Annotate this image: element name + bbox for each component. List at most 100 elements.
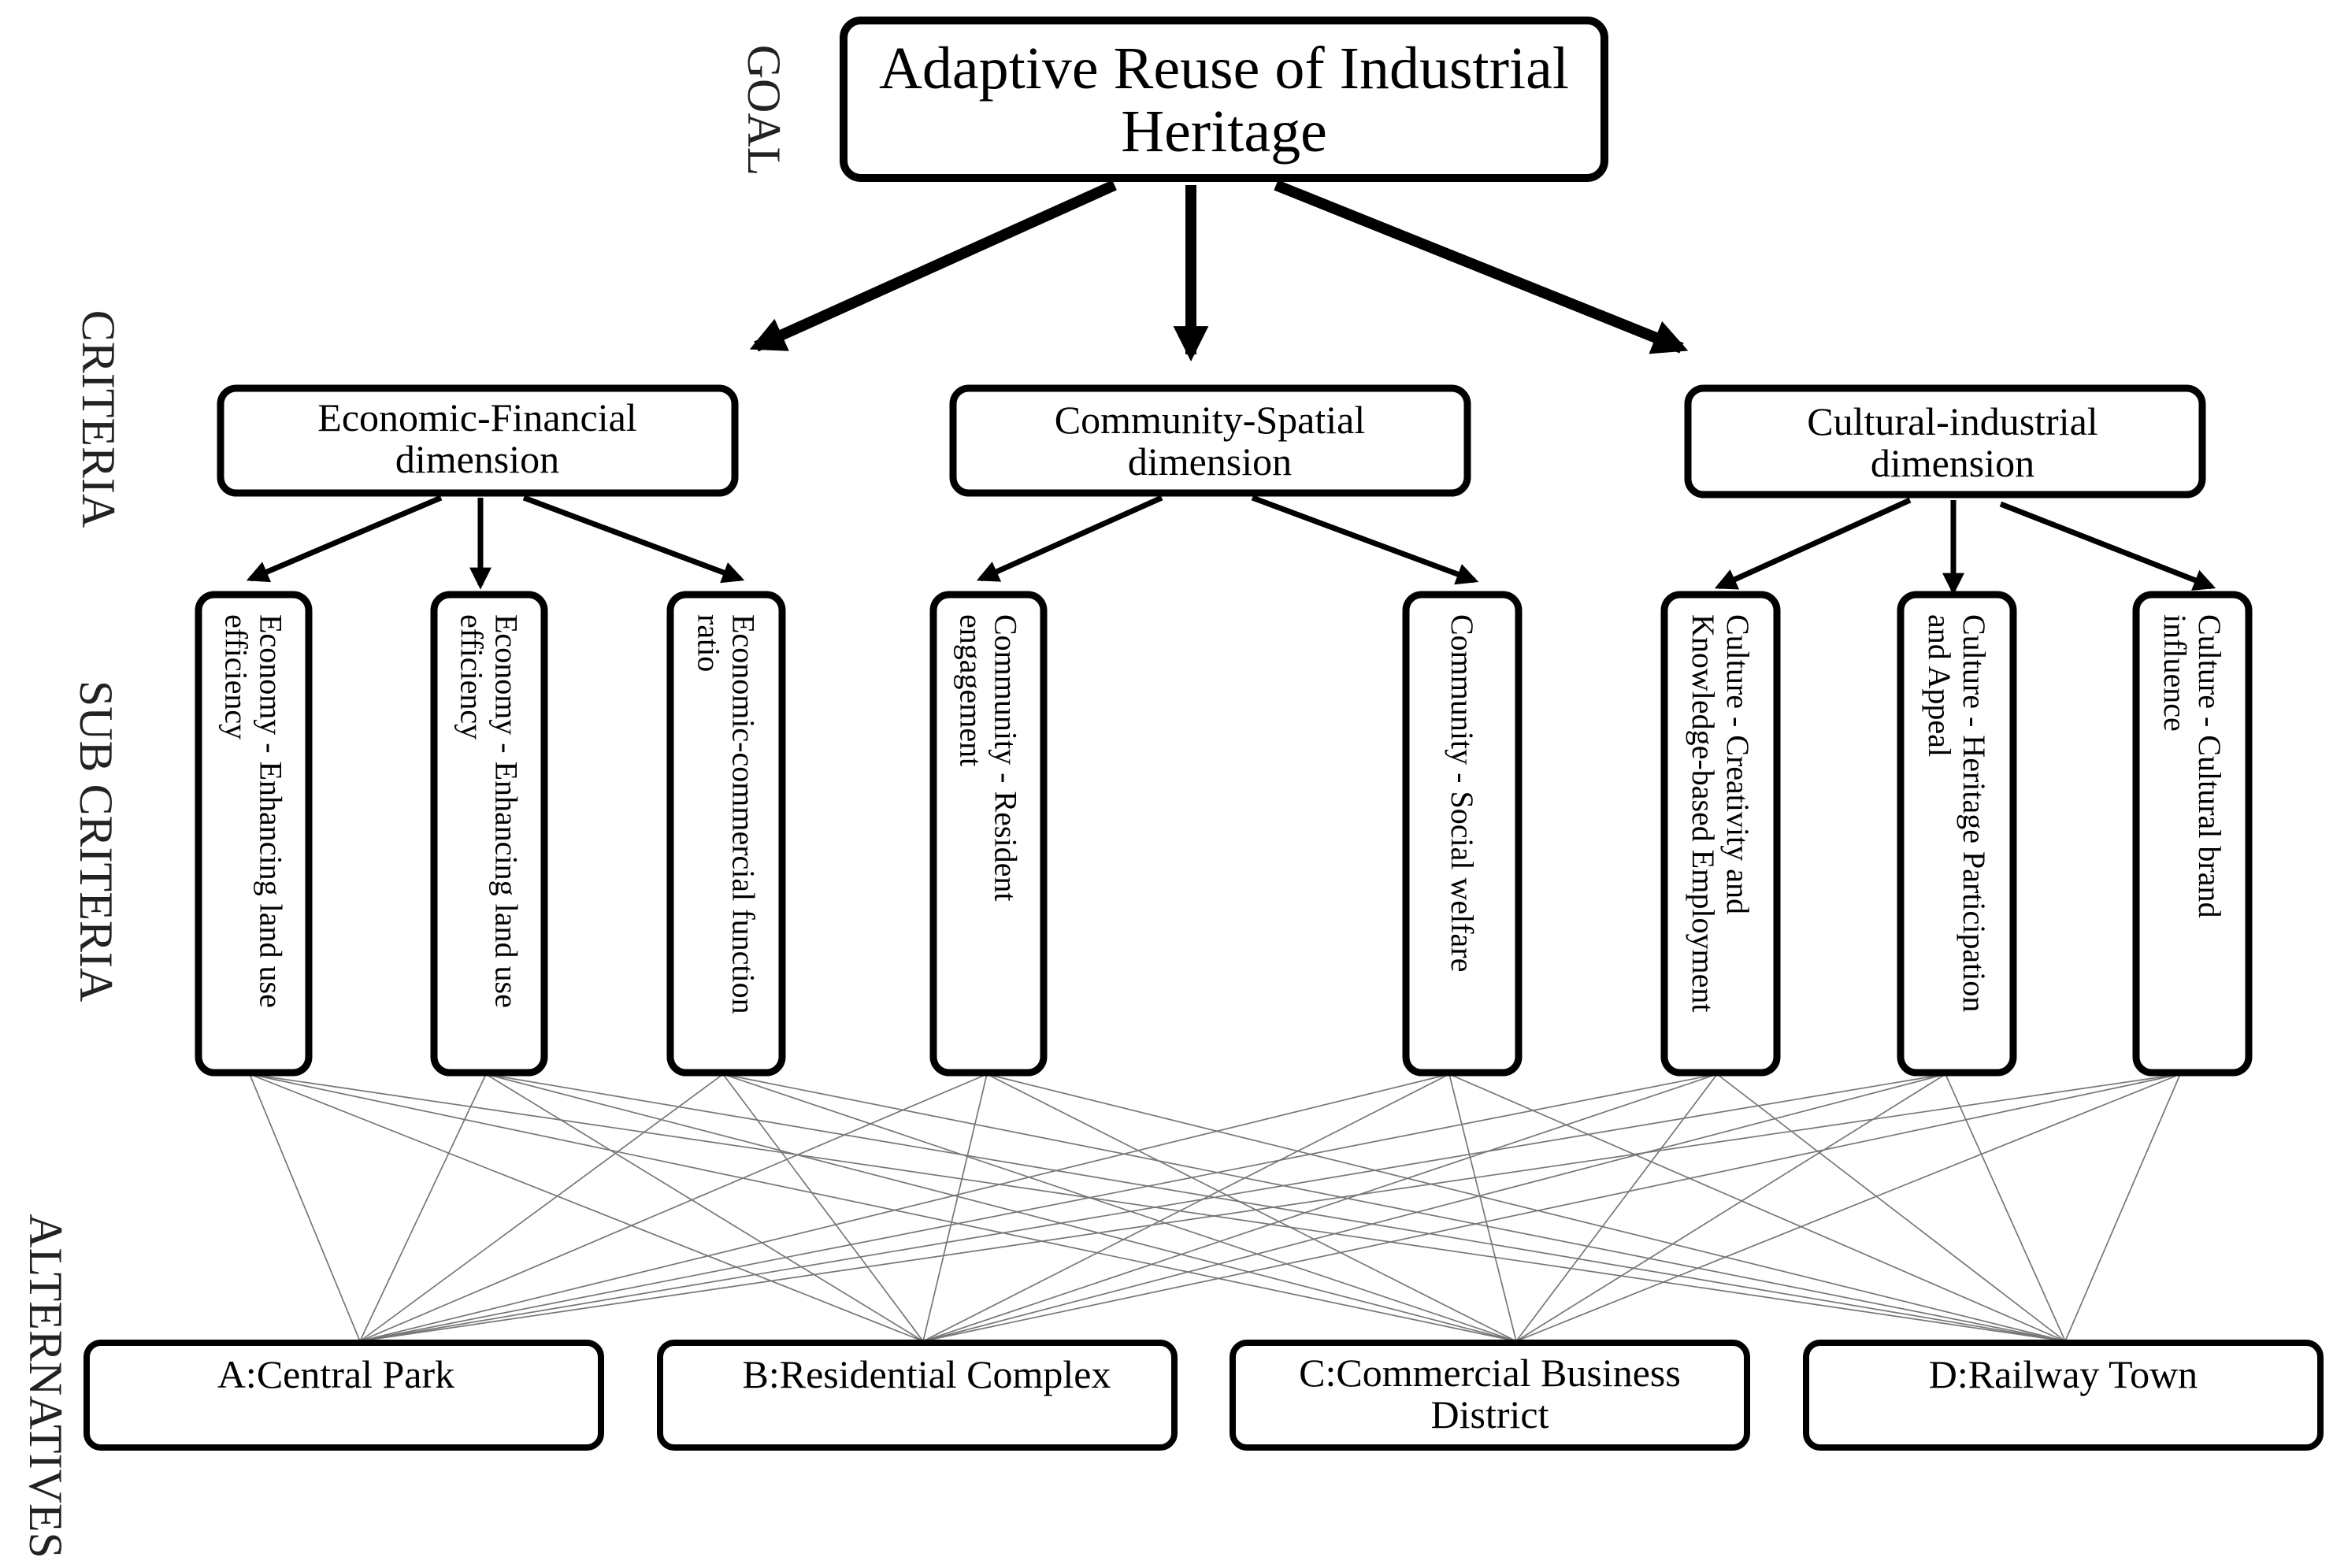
sub-criterion-box: [2132, 591, 2253, 1077]
alternative-box: [657, 1340, 1178, 1451]
link-line: [359, 1073, 2181, 1342]
sub-criterion-label-line: efficiency: [454, 614, 490, 740]
alternative-node: D:Railway Town: [1803, 1340, 2324, 1451]
alternative-label-line: D:Railway Town: [1929, 1352, 2198, 1396]
arrow-goal-economic: [749, 180, 1117, 352]
sub-criterion-box: [195, 591, 313, 1077]
arrow-economic-sub-1: [246, 495, 443, 583]
criteria-nodes: Economic-Financial dimension Community-S…: [217, 384, 2206, 499]
arrow-community-sub-4: [976, 495, 1163, 582]
goal-title-line-2: Heritage: [1121, 98, 1327, 165]
alternative-label-line: District: [1431, 1392, 1549, 1436]
link-line: [485, 1073, 2066, 1342]
sub-criterion-node: Culture - Creativity andKnowledge-based …: [1660, 591, 1781, 1077]
alternative-box: [1230, 1340, 1750, 1451]
sub-criterion-box: [929, 591, 1048, 1077]
link-line: [986, 1073, 2066, 1342]
sub-criterion-label-line: Knowledge-based Employment: [1686, 614, 1721, 1012]
criterion-label-line-2: dimension: [1871, 441, 2034, 485]
sub-criterion-box: [430, 591, 548, 1077]
sub-criterion-node: Community - Social welfare: [1402, 591, 1523, 1077]
link-line: [359, 1073, 487, 1342]
sub-criterion-label-line: Culture - Heritage Participation: [1957, 614, 1992, 1012]
link-line: [922, 1073, 2181, 1342]
criterion-economic-financial: Economic-Financial dimension: [217, 384, 739, 497]
level-label-sub-criteria: SUB CRITERIA: [70, 680, 122, 1002]
link-line: [359, 1073, 988, 1342]
link-line: [359, 1073, 724, 1342]
sub-criterion-box: [1402, 591, 1523, 1077]
goal-title-line-1: Adaptive Reuse of Industrial: [879, 35, 1569, 102]
arrow-cultural-sub-6: [1714, 497, 1912, 590]
criterion-label-line-1: Cultural-industrial: [1807, 399, 2097, 443]
link-line: [359, 1073, 1946, 1342]
goal-node: Adaptive Reuse of Industrial Heritage: [840, 17, 1608, 182]
sub-criterion-label-line: Economic-commercial function: [726, 614, 762, 1014]
criterion-label-line-2: dimension: [1128, 439, 1292, 484]
sub-criterion-label-line: engagement: [954, 614, 989, 766]
link-line: [986, 1073, 1517, 1342]
sub-criterion-label-line: influence: [2157, 614, 2193, 732]
criteria-subcriteria-arrows: [246, 495, 2216, 595]
link-line: [722, 1073, 1517, 1342]
link-line: [249, 1073, 2066, 1342]
alternative-label-line: C:Commercial Business: [1299, 1351, 1681, 1395]
link-line: [922, 1073, 1946, 1342]
criterion-box: [1684, 384, 2206, 499]
alternative-nodes: A:Central Park B:Residential Complex C:Com…: [83, 1340, 2324, 1451]
link-line: [249, 1073, 361, 1342]
criterion-box: [949, 384, 1471, 497]
link-line: [485, 1073, 1517, 1342]
alternative-box: [1803, 1340, 2324, 1451]
link-line: [922, 1073, 988, 1342]
link-line: [1945, 1073, 2066, 1342]
sub-criterion-label-line: Culture - Cultural brand: [2192, 614, 2227, 917]
link-line: [1448, 1073, 2066, 1342]
alternative-label-line: B:Residential Complex: [742, 1352, 1111, 1396]
link-line: [722, 1073, 2066, 1342]
link-line: [249, 1073, 924, 1342]
criterion-label-line-1: Economic-Financial: [317, 395, 636, 439]
sub-criterion-label-line: Economy - Enhancing land use: [254, 614, 289, 1008]
alternative-node: B:Residential Complex: [657, 1340, 1178, 1451]
sub-criterion-label-line: Community - Resident: [988, 614, 1024, 901]
level-label-goal: GOAL: [738, 45, 790, 176]
level-label-criteria: CRITERIA: [72, 310, 124, 528]
sub-criterion-label-line: efficiency: [219, 614, 254, 740]
link-line: [1448, 1073, 1517, 1342]
arrow-community-sub-5: [1251, 495, 1479, 585]
sub-criteria-alternative-links: [249, 1073, 2181, 1342]
arrow-economic-sub-3: [522, 495, 745, 584]
sub-criterion-label-line: ratio: [692, 614, 727, 672]
alternative-box: [83, 1340, 604, 1451]
link-line: [249, 1073, 1517, 1342]
goal-box: [840, 17, 1608, 182]
alternative-label-line: A:Central Park: [217, 1352, 454, 1396]
level-labels: GOAL CRITERIA SUB CRITERIA ALTERNATIVES: [20, 45, 790, 1559]
goal-criteria-arrows: [749, 180, 1689, 361]
link-line: [922, 1073, 1450, 1342]
link-line: [722, 1073, 924, 1342]
link-line: [359, 1073, 1450, 1342]
link-line: [2064, 1073, 2181, 1342]
criterion-community-spatial: Community-Spatial dimension: [949, 384, 1471, 497]
arrow-cultural-sub-8: [1999, 501, 2216, 591]
sub-criterion-label-line: Community - Social welfare: [1445, 614, 1480, 972]
criterion-box: [217, 384, 739, 497]
link-line: [485, 1073, 924, 1342]
link-line: [1515, 1073, 2181, 1342]
alternative-node: A:Central Park: [83, 1340, 604, 1451]
link-line: [1515, 1073, 1946, 1342]
sub-criterion-label-line: Economy - Enhancing land use: [489, 614, 525, 1008]
link-line: [359, 1073, 1718, 1342]
sub-criterion-box: [666, 591, 786, 1077]
